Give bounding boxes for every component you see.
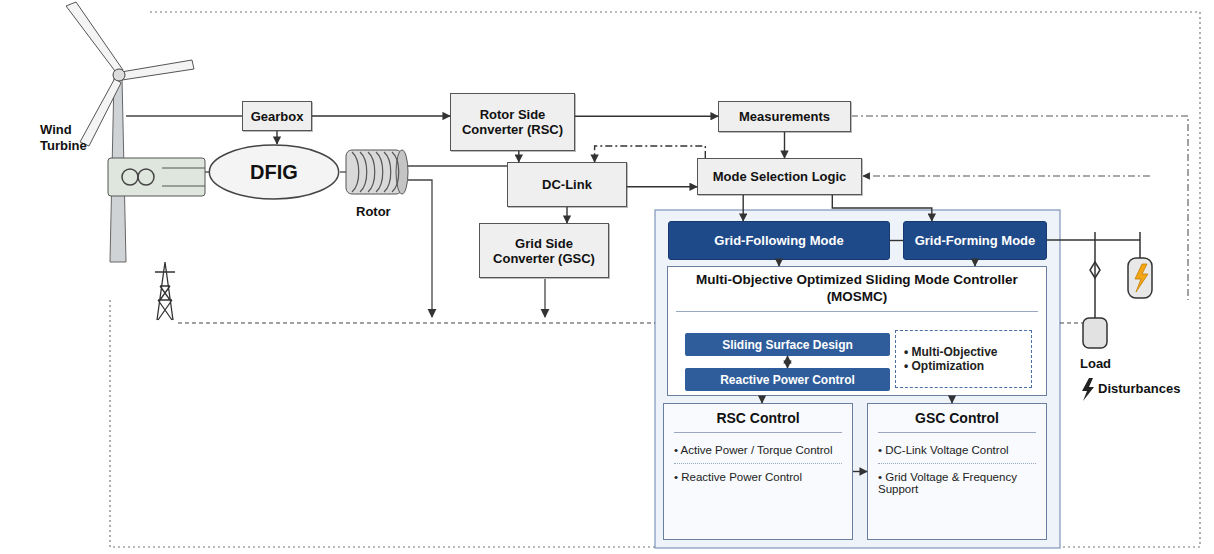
connector-arrow: [974, 260, 975, 266]
bus-and-load: [1094, 232, 1096, 318]
logic-box: Mode Selection Logic: [697, 158, 862, 195]
rotor-cylinder: [396, 150, 408, 194]
bus-and-load: [1083, 232, 1152, 348]
grid-line: [178, 322, 655, 323]
mode-box: Grid-Following Mode: [668, 221, 890, 260]
node-title: Grid-Forming Mode: [915, 233, 1036, 248]
connector-arrow: [276, 131, 277, 144]
connector-arrow: [832, 195, 932, 221]
bus-and-load: [1090, 262, 1100, 278]
converter-box: Grid Side Converter (GSC): [479, 223, 609, 278]
shaft-line: [126, 115, 242, 116]
control-box: GSC Control • DC-Link Voltage Control• Gr…: [867, 403, 1047, 540]
ellipse-outline: [209, 145, 338, 199]
node-text: • Grid Voltage & Frequency Support: [878, 464, 1036, 502]
wind-turbine: [80, 78, 121, 146]
connector-arrow: [778, 260, 779, 266]
generator-ellipse: DFIG: [208, 144, 340, 200]
node-text: • Reactive Power Control: [674, 464, 842, 490]
connector-arrow: [627, 186, 697, 187]
connector-arrow: [743, 195, 744, 221]
wind-turbine: [122, 169, 138, 185]
node-title: Mode Selection Logic: [713, 169, 847, 184]
node-title: Sliding Surface Design: [722, 338, 853, 352]
node-title: Gearbox: [251, 109, 304, 124]
node-text: • Optimization: [904, 359, 984, 373]
shaft-line: [340, 171, 346, 172]
mode-box: Grid-Forming Mode: [903, 221, 1047, 260]
wind-turbine: [121, 60, 194, 80]
gsc-output: [544, 278, 545, 317]
rotor-wire: [408, 165, 507, 166]
bus-and-load: [1135, 264, 1148, 292]
controller-box: Multi-Objective Optimized Sliding Mode C…: [667, 266, 1047, 396]
bus-and-load: [1095, 239, 1140, 241]
node-text: • Active Power / Torque Control: [674, 437, 842, 464]
wind-turbine: [113, 69, 125, 81]
control-box: RSC Control • Active Power / Torque Contr…: [663, 403, 853, 540]
wind-turbine: [108, 158, 205, 196]
converter-box: Rotor Side Converter (RSC): [450, 93, 575, 151]
node-title: RSC Control: [674, 410, 842, 433]
function-box: Reactive Power Control: [685, 368, 890, 391]
node-title: GSC Control: [878, 410, 1036, 433]
dc-link-box: DC-Link: [507, 162, 627, 207]
node-title: Multi-Objective Optimized Sliding Mode C…: [676, 272, 1038, 312]
connector-arrow: [787, 356, 788, 368]
wind-turbine: [138, 169, 154, 185]
connector-arrow: [784, 132, 785, 158]
part-label: Load: [1080, 356, 1140, 372]
connector-arrow: [890, 240, 903, 241]
wind-turbine: [66, 2, 205, 262]
connector-arrow: [518, 151, 519, 162]
pcc-wire: [1047, 239, 1095, 241]
wind-turbine: [162, 186, 205, 187]
outer-dotted-frame: [110, 12, 1200, 547]
part-label: Wind Turbine: [40, 122, 102, 153]
rotor-cylinder: [352, 152, 399, 192]
connector-arrow: [951, 396, 952, 403]
objective-box: • Multi-Objective• Optimization: [895, 330, 1032, 388]
node-title: Grid-Following Mode: [714, 233, 843, 248]
connector-arrow: [595, 146, 706, 162]
transmission-tower: [155, 262, 175, 320]
feedback-signal: [863, 175, 1150, 176]
bus-and-load: [1083, 318, 1107, 348]
connector-arrow: [566, 207, 567, 223]
rotor-cylinder: [346, 150, 408, 194]
rotor-cylinder: [346, 150, 402, 194]
transmission-tower: [155, 262, 175, 320]
function-box: Sliding Surface Design: [685, 333, 890, 356]
measurement-box: Measurements: [718, 101, 851, 132]
connector-arrow: [853, 471, 867, 472]
bus-and-load: [1139, 232, 1141, 258]
node-title: DFIG: [250, 161, 298, 184]
part-label: Disturbances: [1098, 381, 1208, 397]
connector-arrow: [761, 396, 762, 403]
node-title: DC-Link: [542, 177, 592, 192]
part-label: Rotor: [356, 204, 416, 220]
wind-turbine: [66, 2, 123, 75]
connector-arrow: [312, 115, 450, 116]
connector-arrow: [575, 115, 718, 116]
wind-turbine: [162, 168, 205, 169]
rotor-wire: [408, 180, 432, 317]
control-panel: [655, 210, 1060, 548]
gearbox-box: Gearbox: [242, 101, 312, 131]
node-title: • Multi-Objective: [904, 345, 998, 359]
node-title: Measurements: [739, 109, 830, 124]
node-title: Grid Side Converter (GSC): [486, 236, 602, 266]
node-title: Reactive Power Control: [720, 373, 855, 387]
node-title: Rotor Side Converter (RSC): [457, 107, 568, 137]
lightning-icon: [1082, 378, 1094, 401]
bus-and-load: [1128, 258, 1152, 298]
node-text: • DC-Link Voltage Control: [878, 437, 1036, 464]
